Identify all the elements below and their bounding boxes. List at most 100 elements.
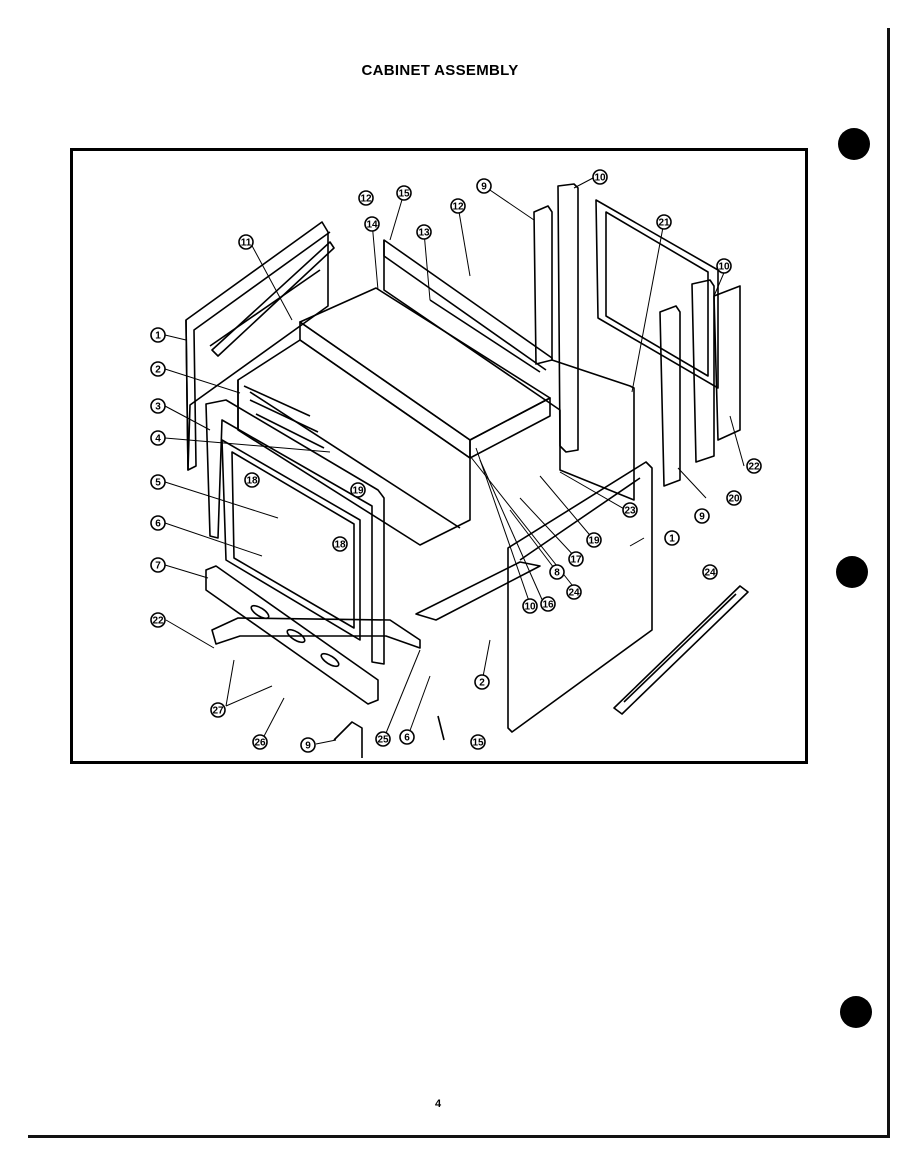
punch-hole-bottom — [840, 996, 872, 1028]
callout-label: 19 — [588, 536, 600, 547]
callout-label: 15 — [472, 738, 484, 749]
callout-label: 20 — [728, 494, 740, 505]
callout-label: 27 — [212, 706, 224, 717]
callout-15-bottom: 15 — [470, 734, 486, 750]
punch-hole-top — [838, 128, 870, 160]
callout-18-left: 18 — [244, 472, 260, 488]
callout-23: 23 — [622, 502, 638, 518]
callout-8: 8 — [549, 564, 565, 580]
callout-label: 7 — [155, 561, 161, 572]
callout-10-bottom: 10 — [522, 598, 538, 614]
left-brace — [211, 241, 335, 357]
callout-2-bottom: 2 — [474, 674, 490, 690]
diagram-frame — [70, 148, 808, 764]
callout-label: 13 — [418, 228, 430, 239]
callout-27: 27 — [210, 702, 226, 718]
oven-box — [237, 339, 471, 546]
callout-2: 2 — [150, 361, 166, 377]
callout-16: 16 — [540, 596, 556, 612]
callout-label: 6 — [404, 733, 410, 744]
callout-label: 10 — [594, 173, 606, 184]
screw-15 — [437, 715, 445, 741]
callout-label: 2 — [479, 678, 485, 689]
callout-19-frame: 19 — [350, 482, 366, 498]
callout-label: 1 — [669, 534, 675, 545]
callout-label: 23 — [624, 506, 636, 517]
kick-panel — [205, 565, 379, 705]
callout-1-right: 1 — [664, 530, 680, 546]
rear-upright-right — [691, 279, 715, 463]
punch-hole-middle — [836, 556, 868, 588]
callout-label: 9 — [481, 182, 487, 193]
callout-label: 2 — [155, 365, 161, 376]
callout-label: 24 — [704, 568, 716, 579]
callout-9-right: 9 — [694, 508, 710, 524]
callout-label: 19 — [352, 486, 364, 497]
callout-10-right: 10 — [716, 258, 732, 274]
callout-26: 26 — [252, 734, 268, 750]
callout-label: 18 — [334, 540, 346, 551]
callout-label: 14 — [366, 220, 378, 231]
callout-7: 7 — [150, 557, 166, 573]
callout-label: 16 — [542, 600, 554, 611]
callout-22-left: 22 — [150, 612, 166, 628]
callout-label: 17 — [570, 555, 582, 566]
callout-17: 17 — [568, 551, 584, 567]
callout-label: 4 — [155, 434, 161, 445]
side-rail-9-top — [533, 205, 553, 365]
page-number: 4 — [434, 1098, 442, 1110]
callout-label: 15 — [398, 189, 410, 200]
rear-panel — [383, 239, 635, 501]
callout-label: 18 — [246, 476, 258, 487]
callout-label: 24 — [568, 588, 580, 599]
callout-6: 6 — [150, 515, 166, 531]
callout-9-top: 9 — [476, 178, 492, 194]
right-side-panel — [507, 461, 653, 733]
callout-3: 3 — [150, 398, 166, 414]
callout-20: 20 — [726, 490, 742, 506]
callout-21: 21 — [656, 214, 672, 230]
callout-25: 25 — [375, 731, 391, 747]
page-edge-right — [887, 28, 890, 1138]
callout-6-bottom: 6 — [399, 729, 415, 745]
callout-24-brace: 24 — [702, 564, 718, 580]
callout-label: 26 — [254, 738, 266, 749]
side-rail-9-right — [659, 305, 681, 487]
bottom-rail — [211, 617, 421, 649]
callout-label: 11 — [241, 238, 252, 249]
rear-frame — [595, 199, 719, 389]
callout-label: 10 — [718, 262, 730, 273]
callout-5: 5 — [150, 474, 166, 490]
callout-label: 5 — [155, 478, 161, 489]
callout-15-top: 15 — [396, 185, 412, 201]
page-edge-bottom — [28, 1135, 890, 1138]
page-title: CABINET ASSEMBLY — [361, 62, 519, 79]
callout-14: 14 — [364, 216, 380, 232]
callout-label: 25 — [377, 735, 389, 746]
callout-9-bottom: 9 — [300, 737, 316, 753]
callout-label: 10 — [524, 602, 536, 613]
callout-label: 3 — [155, 402, 161, 413]
callout-label: 8 — [554, 568, 560, 579]
callout-12: 12 — [450, 198, 466, 214]
callout-label: 21 — [658, 218, 670, 229]
bottom-channel — [415, 561, 541, 621]
callout-1: 1 — [150, 327, 166, 343]
callout-label: 6 — [155, 519, 161, 530]
callout-4: 4 — [150, 430, 166, 446]
callout-label: 1 — [155, 331, 161, 342]
callout-label: 12 — [452, 202, 464, 213]
callout-19: 19 — [586, 532, 602, 548]
bracket-9 — [333, 721, 363, 758]
front-frame — [205, 399, 385, 665]
callout-label: 22 — [748, 462, 760, 473]
right-brace — [613, 585, 749, 715]
callout-11: 11 — [238, 234, 254, 250]
callout-13: 13 — [416, 224, 432, 240]
callout-label: 12 — [360, 194, 372, 205]
callout-12-top: 12 — [358, 190, 374, 206]
rear-upright-left — [557, 183, 579, 453]
callout-label: 22 — [152, 616, 164, 627]
callout-10-top: 10 — [592, 169, 608, 185]
